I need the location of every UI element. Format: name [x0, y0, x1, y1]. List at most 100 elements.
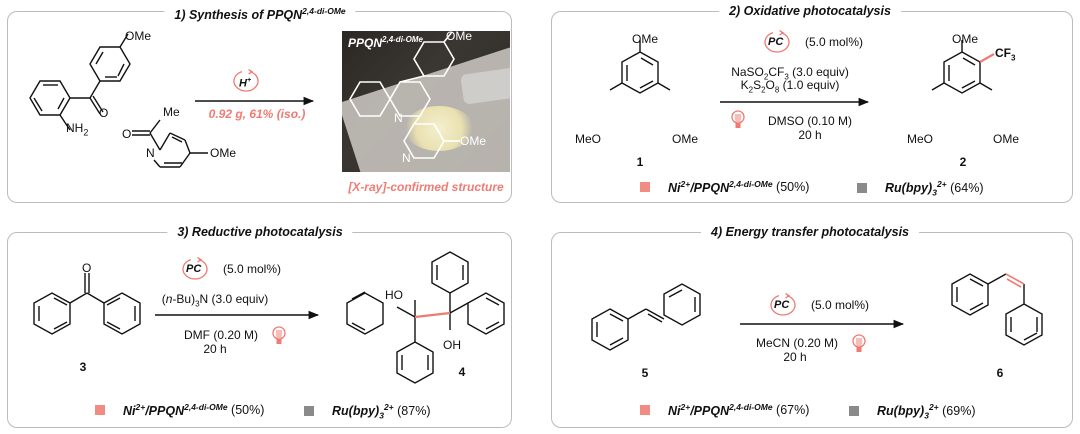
rnp: 2+	[928, 402, 939, 412]
reactant-benzophenone-structure	[33, 273, 141, 335]
photo-ome-bottom: OMe	[460, 134, 487, 148]
solvent: DMF (0.20 M)	[184, 328, 259, 342]
solvent: DMSO (0.10 M)	[768, 114, 853, 128]
product-trifluoromethyl-arene-structure	[931, 40, 995, 94]
nr: /PPQN	[690, 181, 730, 196]
r1sub2: 3	[784, 72, 789, 82]
compound-number-1: 1	[636, 155, 644, 169]
light-bulb-icon	[272, 326, 286, 346]
product-benzopinacol-structure	[346, 251, 505, 384]
legend-ru-catalyst: Ru(bpy)32+ (69%)	[849, 402, 975, 421]
label-me: Me	[163, 105, 180, 119]
ns: 2+	[680, 402, 691, 412]
reactant1-meo: MeO	[575, 132, 602, 146]
compound-number-3: 3	[79, 360, 87, 374]
reaction-arrow	[155, 310, 320, 320]
rnp: 2+	[936, 179, 947, 189]
ni-yield: (50%)	[231, 403, 265, 418]
reactant-aminobenzophenone-structure	[29, 33, 131, 131]
photo-label-main: PPQN	[348, 36, 383, 50]
ru-yield: (64%)	[950, 181, 984, 196]
rn: Ru(bpy)	[877, 404, 925, 419]
pc-label: PC	[186, 263, 202, 275]
r2d: (1.0 equiv)	[779, 78, 840, 92]
benzophenone-o: O	[82, 261, 92, 275]
product4-oh: OH	[443, 338, 461, 352]
panel-1-title-text: 1) Synthesis of PPQN	[174, 8, 303, 23]
rn: Ru(bpy)	[332, 404, 380, 419]
r1sub: 2	[763, 72, 769, 82]
ns: 2+	[680, 179, 691, 189]
compound-number-2: 2	[959, 155, 967, 169]
legend-ru-catalyst: Ru(bpy)32+ (64%)	[857, 179, 983, 198]
reagent-sodium-triflinate: NaSO2CF3 (3.0 equiv)	[731, 65, 849, 84]
r2a: K	[740, 78, 749, 92]
pc-loading: (5.0 mol%)	[223, 262, 282, 276]
ru-yield: (87%)	[397, 404, 431, 419]
r2c: O	[765, 78, 775, 92]
reagent-persulfate: K2S2O8 (1.0 equiv)	[741, 78, 840, 97]
light-bulb-icon	[731, 110, 745, 130]
label-nh2: NH2	[66, 121, 88, 139]
product-cis-stilbene-structure	[951, 273, 1043, 346]
gray-swatch	[304, 406, 314, 417]
ru-catalyst-name: Ru(bpy)32+	[332, 402, 394, 421]
nh2-sub: 2	[83, 127, 89, 138]
panel-4-title: 4) Energy transfer photocatalysis	[701, 225, 919, 239]
photo-label: PPQN2,4-di-OMe	[348, 35, 423, 50]
pc-loading: (5.0 mol%)	[805, 35, 864, 49]
panel-2-title: 2) Oxidative photocatalysis	[719, 4, 901, 18]
r2s1: 2	[748, 85, 754, 95]
cf3-text: CF	[995, 46, 1011, 60]
label-o: O	[99, 106, 109, 120]
gray-swatch	[849, 406, 859, 417]
reagent-tributylamine: (n-Bu)3N (3.0 equiv)	[162, 292, 269, 311]
label-o-acetyl: O	[122, 127, 132, 141]
compound-number-4: 4	[458, 365, 466, 379]
reaction-arrow	[720, 97, 870, 107]
reactant-trimethoxybenzene-structure	[609, 40, 671, 94]
acid-catalyst-label: H+	[239, 74, 251, 91]
product2-meo: MeO	[907, 132, 934, 146]
salmon-swatch	[640, 405, 650, 416]
compound-number-6: 6	[996, 366, 1004, 380]
n: Ni	[123, 404, 136, 419]
photo-powder	[404, 106, 474, 151]
pc-loading: (5.0 mol%)	[811, 298, 870, 312]
nrs: 2,4-di-OMe	[184, 402, 228, 412]
rsub: 3	[195, 299, 200, 309]
nr: /PPQN	[145, 404, 185, 419]
salmon-swatch	[95, 405, 105, 416]
ni-yield: (50%)	[776, 180, 810, 195]
product-photo: PPQN2,4-di-OMe OMe N N OMe	[342, 31, 510, 172]
product2-cf3: CF3	[995, 46, 1015, 65]
gray-swatch	[857, 183, 867, 194]
ni-catalyst-name: Ni2+/PPQN2,4-di-OMe	[668, 402, 773, 418]
label-ome-pyridine: OMe	[210, 146, 237, 160]
ru-catalyst-name: Ru(bpy)32+	[885, 179, 947, 198]
r2b: S	[753, 78, 762, 92]
reactant-acetylpyridine-structure	[132, 119, 208, 168]
product2-ome-top: OMe	[952, 32, 979, 46]
reactant1-ome-right: OMe	[672, 132, 699, 146]
solvent: MeCN (0.20 M)	[756, 336, 839, 350]
rit: n	[165, 292, 173, 306]
rns: 3	[924, 410, 929, 421]
catalyst-h-sup: +	[246, 77, 252, 84]
legend-ni-catalyst: Ni2+/PPQN2,4-di-OMe (50%)	[640, 179, 809, 195]
legend-ru-catalyst: Ru(bpy)32+ (87%)	[304, 402, 430, 421]
r1b: CF	[768, 65, 785, 79]
ru-catalyst-name: Ru(bpy)32+	[877, 402, 939, 421]
nh2-text: NH	[66, 121, 84, 135]
ni-yield: (67%)	[776, 403, 810, 418]
yield-text: 0.92 g, 61% (iso.)	[208, 107, 306, 121]
reactant1-ome-top: OMe	[632, 32, 659, 46]
rnp: 2+	[383, 402, 394, 412]
rns: 3	[932, 187, 937, 198]
reactant-trans-stilbene-structure	[591, 283, 701, 351]
reaction-time: 20 h	[203, 342, 227, 356]
photo-label-sup: 2,4-di-OMe	[382, 35, 423, 44]
pc-label: PC	[768, 36, 784, 48]
light-bulb-icon	[852, 334, 866, 354]
legend-ni-catalyst: Ni2+/PPQN2,4-di-OMe (50%)	[95, 402, 264, 418]
